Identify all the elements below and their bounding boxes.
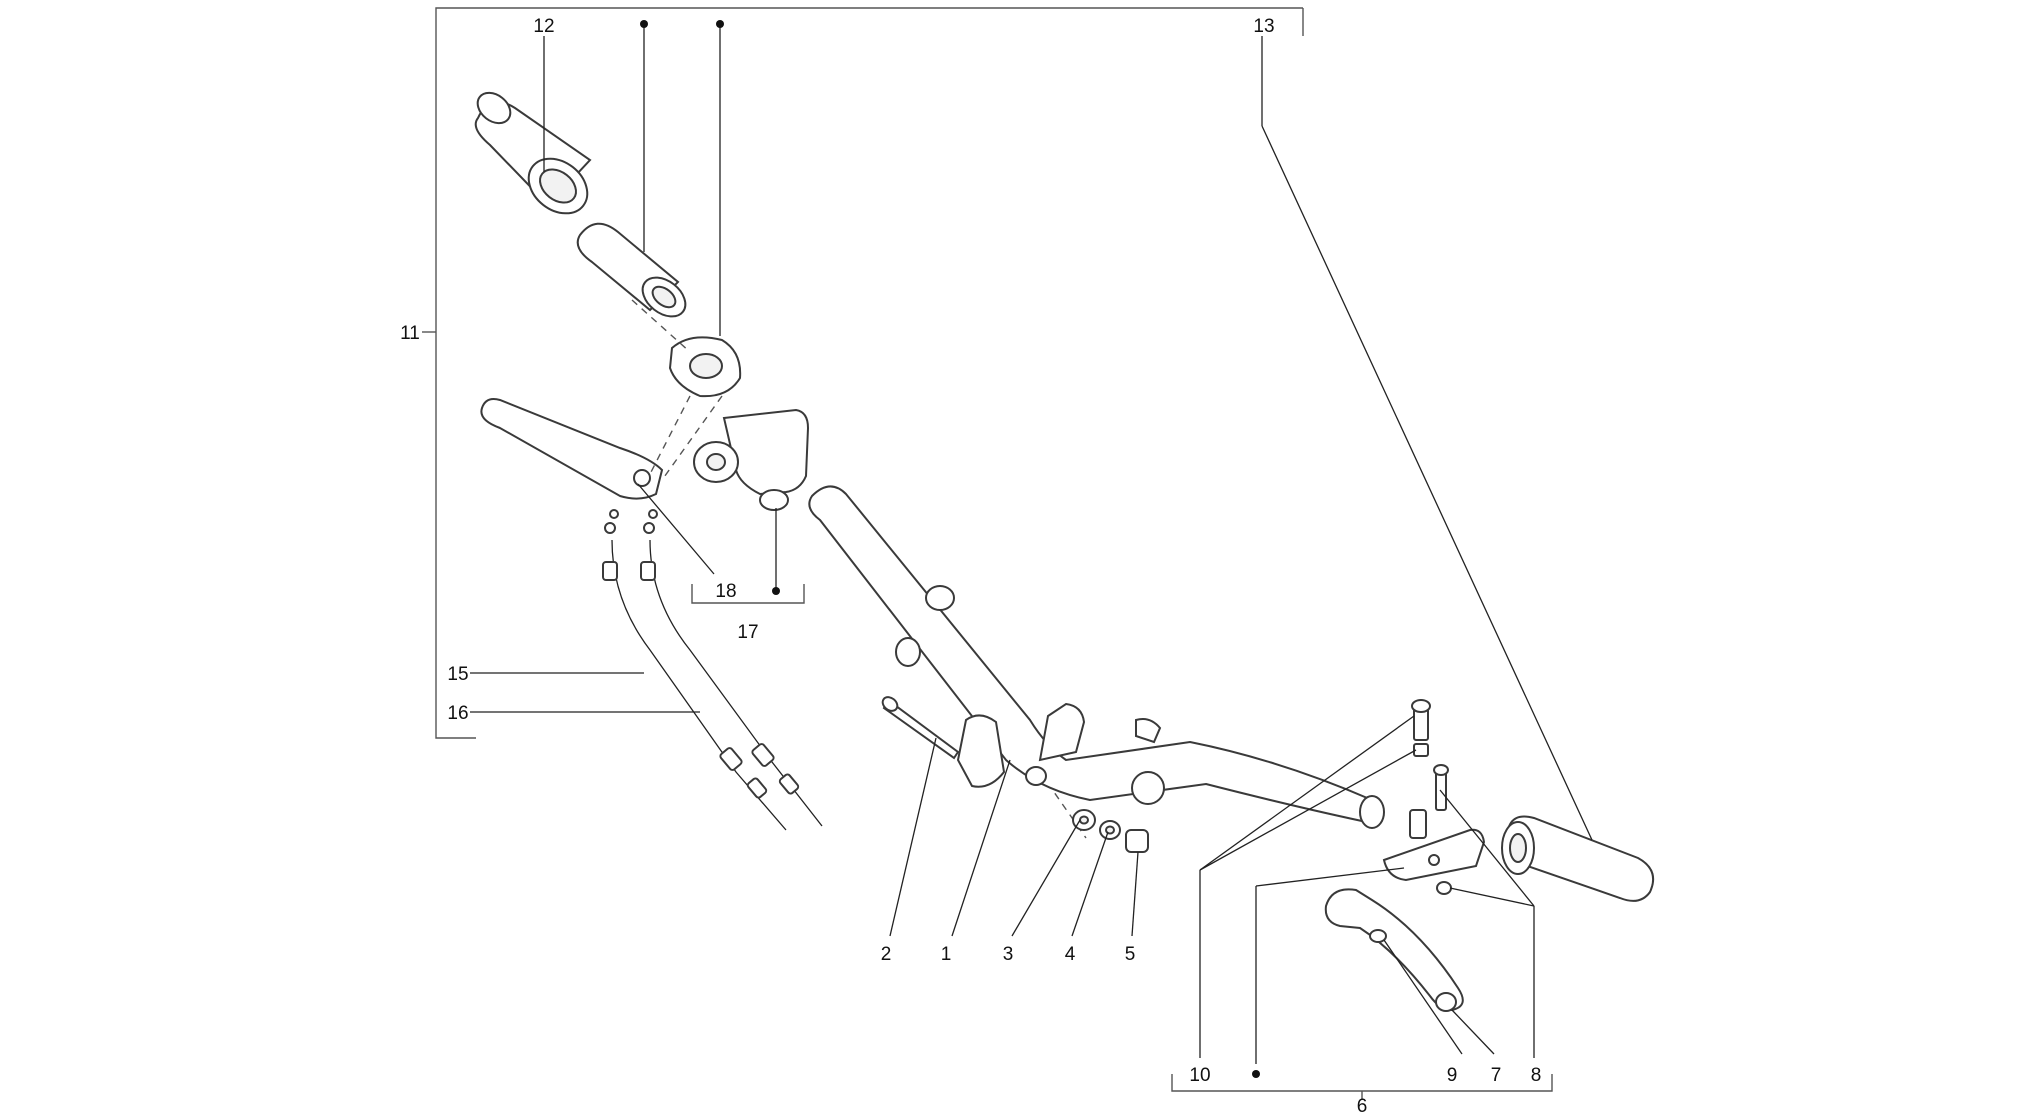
callout-17: 17 <box>737 622 758 643</box>
throttle-housing <box>668 336 742 398</box>
bolt <box>881 696 960 760</box>
nut-5 <box>1125 829 1149 853</box>
callout-4: 4 <box>1065 944 1076 965</box>
right-lever <box>1324 888 1464 1012</box>
callout-2: 2 <box>881 944 892 965</box>
callout-5: 5 <box>1125 944 1136 965</box>
callout-6: 6 <box>1357 1096 1368 1115</box>
marker-dot <box>716 20 724 28</box>
cables <box>602 509 823 831</box>
left-grip <box>474 91 592 215</box>
bracket-group-11 <box>422 7 1304 739</box>
callout-15: 15 <box>447 664 468 685</box>
callout-12: 12 <box>533 16 554 37</box>
callout-13: 13 <box>1253 16 1274 37</box>
callout-7: 7 <box>1491 1065 1502 1086</box>
callout-9: 9 <box>1447 1065 1458 1086</box>
screw-9 <box>1369 929 1387 943</box>
bracket-group-6 <box>1171 1074 1553 1100</box>
nut-8 <box>1436 881 1452 895</box>
right-grip <box>1501 815 1654 902</box>
right-lever-bracket <box>1382 699 1486 895</box>
bracket-group-17 <box>691 584 805 604</box>
left-lever <box>480 398 664 500</box>
callout-1: 1 <box>941 944 952 965</box>
master-cylinder <box>693 408 810 511</box>
callout-10: 10 <box>1189 1065 1210 1086</box>
callout-11: 11 <box>400 323 420 344</box>
callout-18: 18 <box>715 581 736 602</box>
callout-3: 3 <box>1003 944 1014 965</box>
callout-16: 16 <box>447 703 468 724</box>
marker-dot <box>1252 1070 1260 1078</box>
marker-dot <box>772 587 780 595</box>
handlebar-tube <box>808 485 1385 829</box>
marker-dot <box>640 20 648 28</box>
callout-8: 8 <box>1531 1065 1542 1086</box>
throttle-tube <box>576 222 687 318</box>
